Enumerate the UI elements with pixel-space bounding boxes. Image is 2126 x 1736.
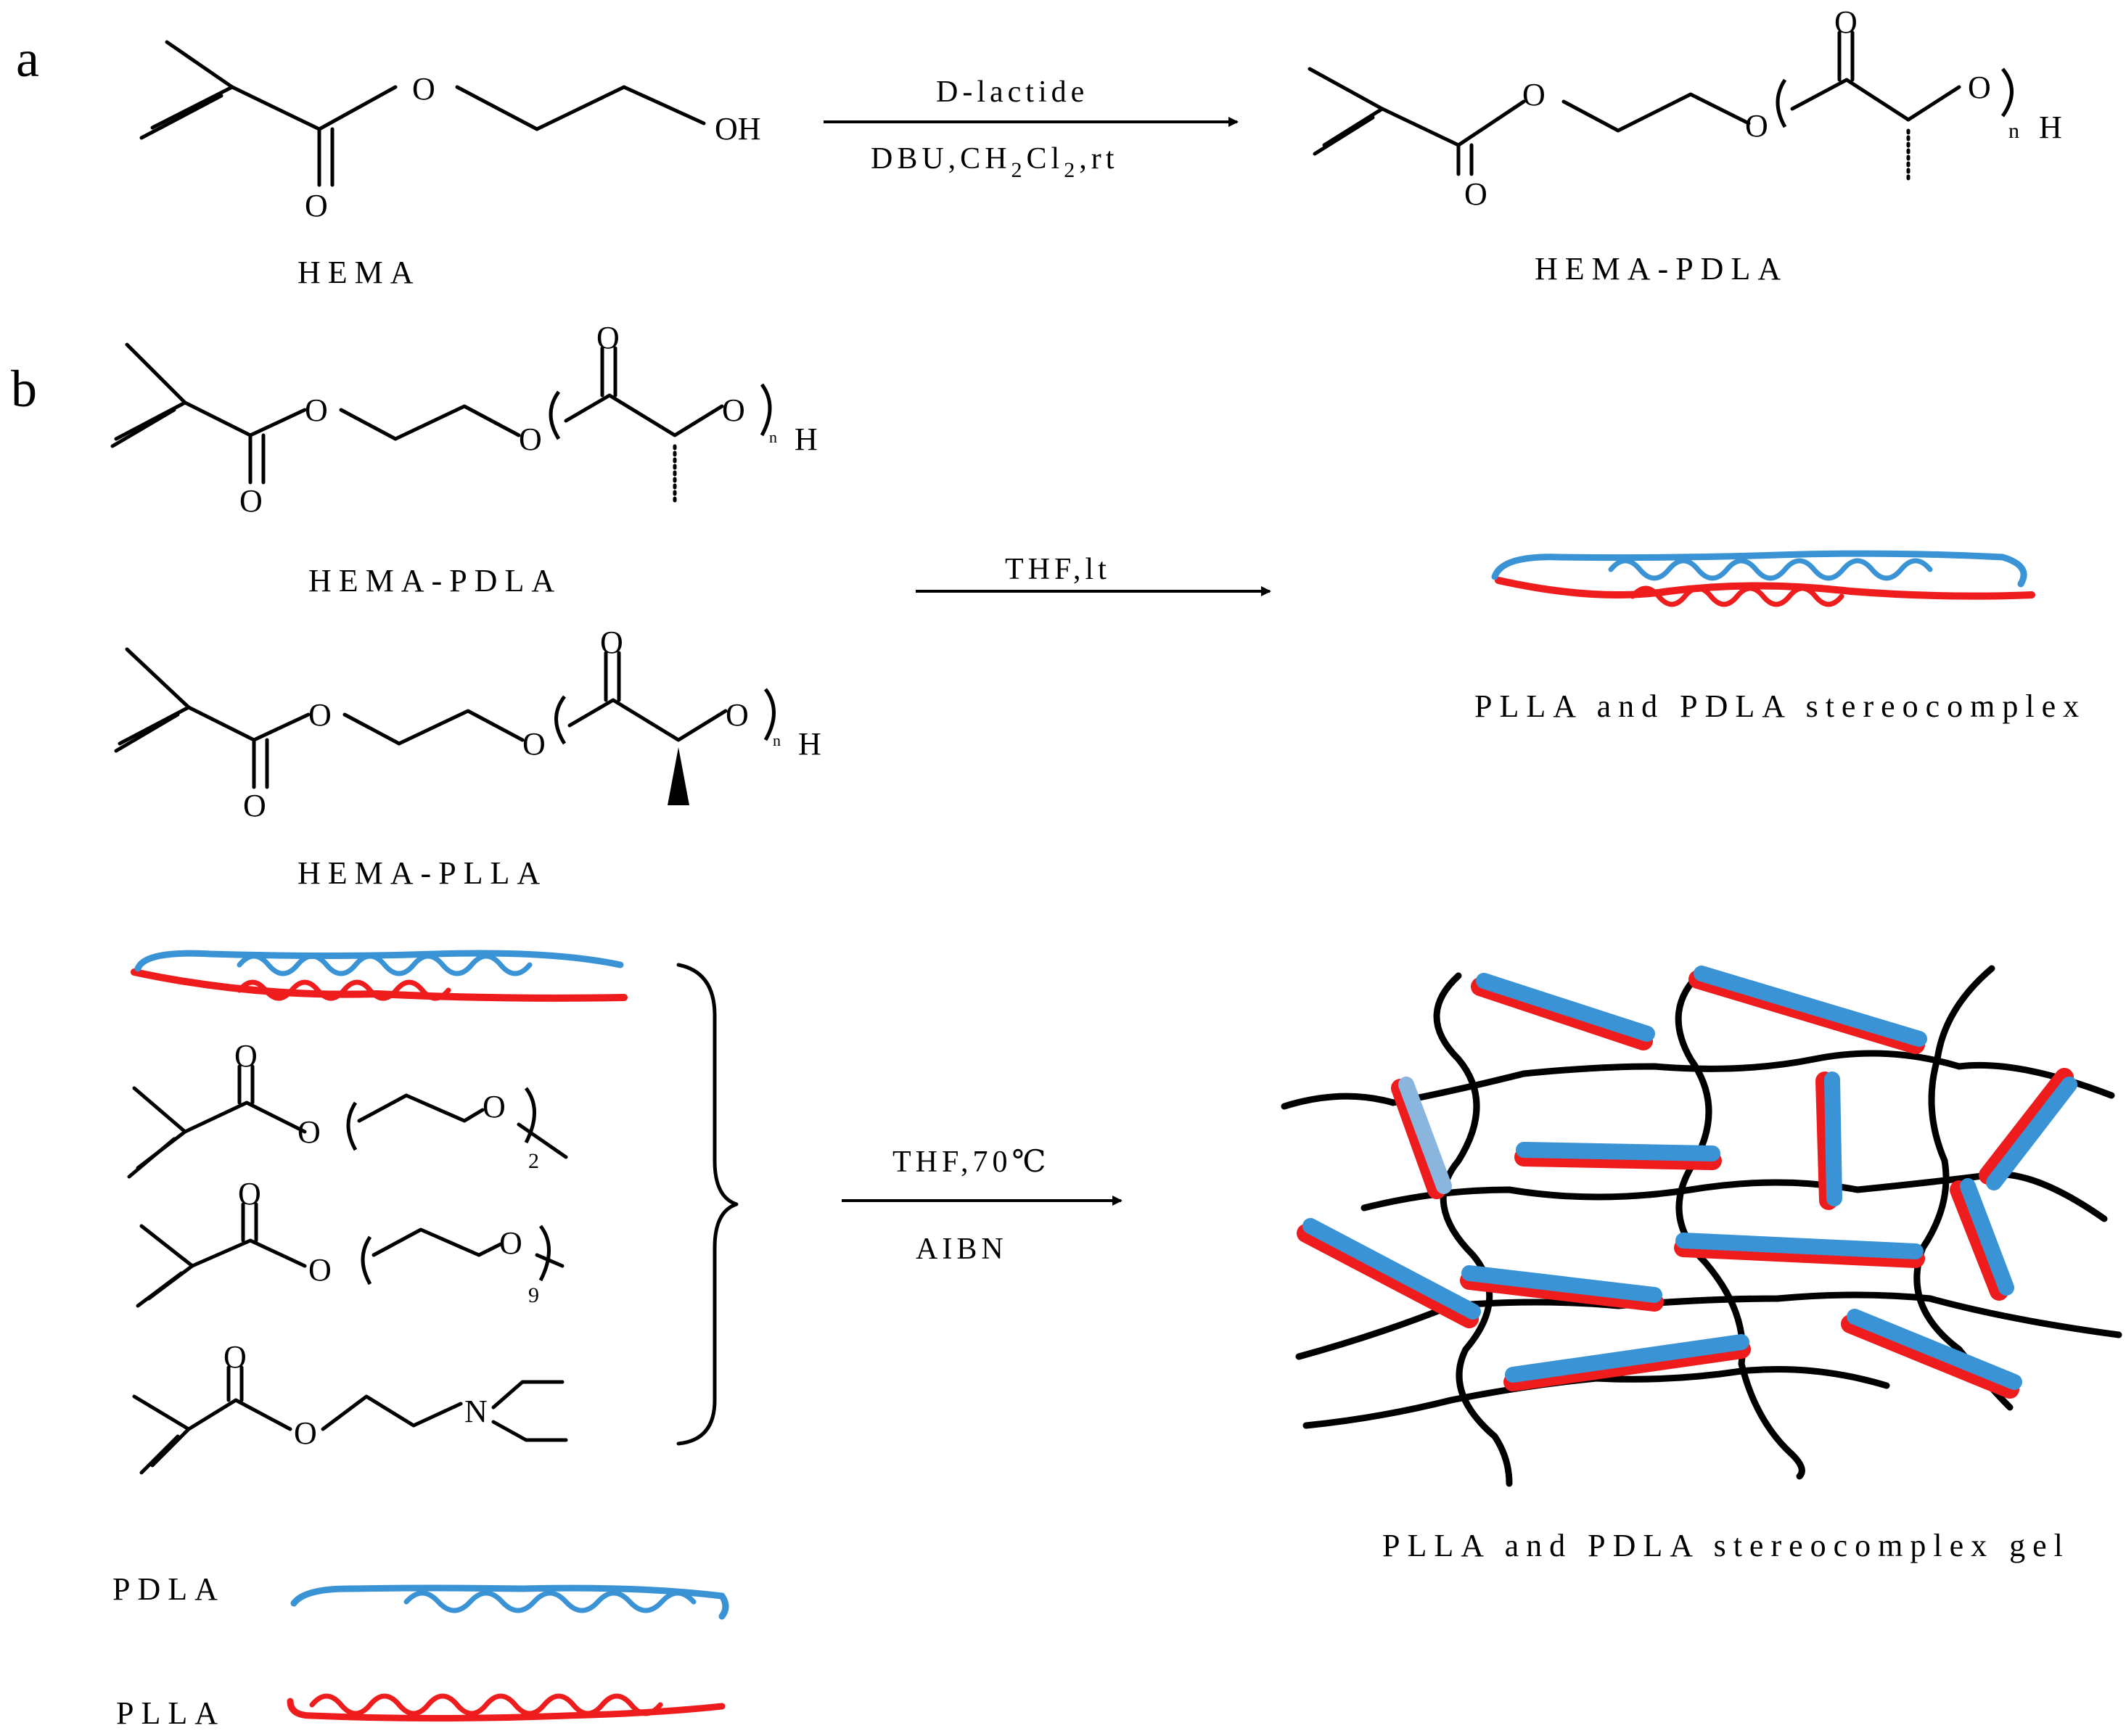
svg-text:O: O bbox=[726, 697, 749, 733]
sc-rod bbox=[1297, 1218, 1481, 1328]
svg-text:O: O bbox=[519, 421, 542, 457]
svg-text:O: O bbox=[412, 71, 435, 107]
sc-rod bbox=[1950, 1178, 2014, 1301]
svg-text:O: O bbox=[234, 1038, 258, 1074]
svg-text:O: O bbox=[239, 483, 263, 519]
svg-text:O: O bbox=[305, 188, 328, 223]
legend-label-plla: PLLA bbox=[116, 1695, 225, 1731]
legend-swatch-pdla bbox=[290, 1584, 729, 1620]
hema-pdla-structure-b: O O O O O n H bbox=[110, 320, 818, 519]
sc-rod bbox=[1503, 1334, 1751, 1391]
hema-pdla-label-a: HEMA-PDLA bbox=[1535, 251, 1788, 287]
svg-text:OH: OH bbox=[715, 111, 761, 147]
svg-text:O: O bbox=[600, 625, 623, 660]
svg-text:O: O bbox=[1745, 108, 1768, 144]
monomer-deaema: O O N bbox=[132, 1339, 568, 1475]
condition-thf-70c: THF,70℃ bbox=[892, 1145, 1050, 1179]
reagent-conditions: DBU,CH2Cl2,rt bbox=[871, 142, 1118, 182]
sc-rod bbox=[1471, 973, 1655, 1050]
grouping-brace bbox=[676, 963, 739, 1446]
svg-text:O: O bbox=[1834, 4, 1858, 40]
panel-label-b: b bbox=[11, 360, 37, 418]
svg-text:9: 9 bbox=[528, 1283, 539, 1307]
svg-text:H: H bbox=[2039, 110, 2062, 145]
sc-rod bbox=[1514, 1142, 1722, 1170]
svg-text:H: H bbox=[795, 421, 818, 457]
svg-text:O: O bbox=[1522, 77, 1546, 112]
svg-text:O: O bbox=[483, 1089, 506, 1124]
hema-label: HEMA bbox=[297, 255, 421, 290]
condition-thf-lt: THF,lt bbox=[1005, 553, 1111, 586]
panel-label-a: a bbox=[16, 30, 39, 88]
hema-plla-structure: O O O O O n H bbox=[114, 625, 821, 823]
svg-text:2: 2 bbox=[528, 1149, 539, 1173]
hema-pdla-label-b: HEMA-PDLA bbox=[308, 563, 562, 598]
sc-rod bbox=[1391, 1077, 1452, 1199]
svg-text:O: O bbox=[522, 726, 546, 762]
svg-text:O: O bbox=[499, 1225, 522, 1261]
svg-text:O: O bbox=[223, 1339, 247, 1375]
svg-text:N: N bbox=[464, 1394, 488, 1429]
sc-rod bbox=[1841, 1309, 2022, 1399]
legend-label-pdla: PDLA bbox=[112, 1571, 225, 1607]
svg-text:O: O bbox=[1464, 176, 1487, 212]
svg-text:O: O bbox=[243, 788, 266, 823]
monomer-meo2ma: O O O 2 bbox=[127, 1038, 568, 1179]
svg-text:n: n bbox=[2008, 119, 2019, 143]
svg-text:O: O bbox=[722, 392, 745, 428]
sc-rod bbox=[1979, 1068, 2077, 1190]
stereocomplex-strand-left bbox=[131, 950, 628, 1002]
svg-text:n: n bbox=[769, 428, 777, 446]
svg-text:O: O bbox=[305, 392, 328, 428]
hema-structure: O O OH bbox=[139, 40, 761, 223]
sc-rod bbox=[1688, 966, 1927, 1054]
svg-text:O: O bbox=[297, 1114, 321, 1150]
svg-text:O: O bbox=[308, 697, 332, 733]
svg-text:O: O bbox=[294, 1415, 317, 1451]
reagent-dlactide: D-lactide bbox=[936, 75, 1088, 109]
legend: PDLA PLLA bbox=[112, 1571, 729, 1731]
hema-plla-label: HEMA-PLLA bbox=[297, 855, 547, 891]
sc-rod bbox=[1815, 1071, 1842, 1210]
svg-text:O: O bbox=[308, 1252, 332, 1288]
stereocomplex-label: PLLA and PDLA stereocomplex bbox=[1474, 688, 2086, 724]
sc-rod bbox=[1674, 1233, 1925, 1268]
legend-swatch-plla bbox=[287, 1693, 726, 1721]
svg-text:O: O bbox=[238, 1176, 261, 1212]
stereocomplex-gel-network bbox=[1281, 965, 2122, 1487]
svg-text:O: O bbox=[1968, 70, 1991, 105]
monomer-oegma: O O O 9 bbox=[136, 1176, 565, 1308]
gel-label: PLLA and PDLA stereocomplex gel bbox=[1382, 1528, 2070, 1563]
sc-rod bbox=[1460, 1265, 1664, 1312]
condition-aibn: AIBN bbox=[916, 1233, 1008, 1266]
hema-pdla-product-a: O O O O O n H bbox=[1308, 4, 2062, 212]
svg-text:O: O bbox=[596, 320, 620, 355]
svg-text:H: H bbox=[798, 726, 821, 762]
stereocomplex-strand bbox=[1491, 550, 2035, 607]
svg-text:n: n bbox=[773, 731, 781, 749]
